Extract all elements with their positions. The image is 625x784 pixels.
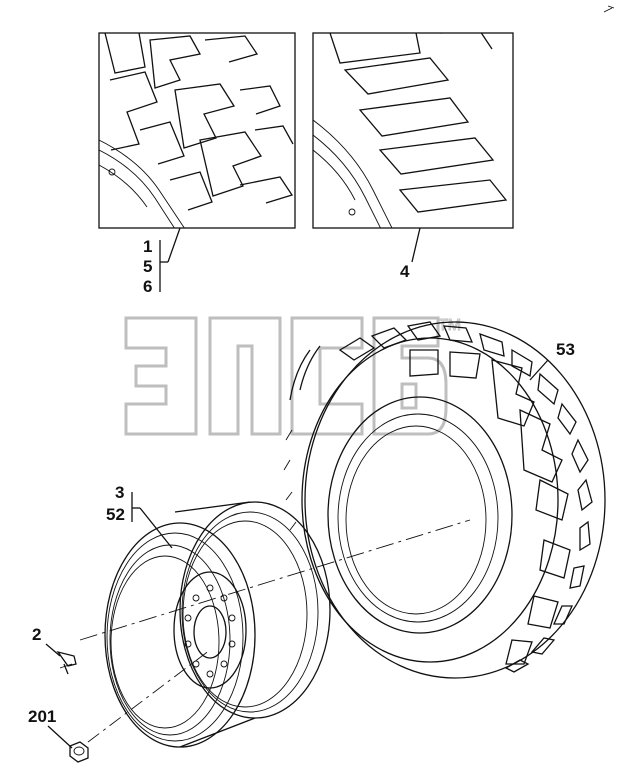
corner-mark [603,5,615,13]
wheel-hub [173,571,247,689]
tire [283,321,606,679]
callout-5: 5 [143,257,152,276]
wheel-rim [104,501,331,748]
inset-tread-pattern-a [98,32,296,292]
callout-4: 4 [400,262,410,281]
callout-3: 3 [115,483,124,502]
callout-6: 6 [143,277,152,296]
callout-201: 201 [28,707,56,726]
wheel-nut [69,741,89,763]
callout-2: 2 [32,625,41,644]
watermark-logo: TM [124,316,462,436]
nut-centerline [87,649,211,743]
valve-stem [56,650,77,675]
inset-tread-pattern-b [312,32,514,263]
leader-lines [45,359,549,749]
callout-1: 1 [143,237,152,256]
tire-tread-blocks [283,321,593,673]
watermark-tm: TM [438,317,461,334]
callout-53: 53 [556,340,575,359]
axis-centerline [79,519,471,641]
callout-52: 52 [106,505,125,524]
wheel-bolt-holes [184,584,236,678]
